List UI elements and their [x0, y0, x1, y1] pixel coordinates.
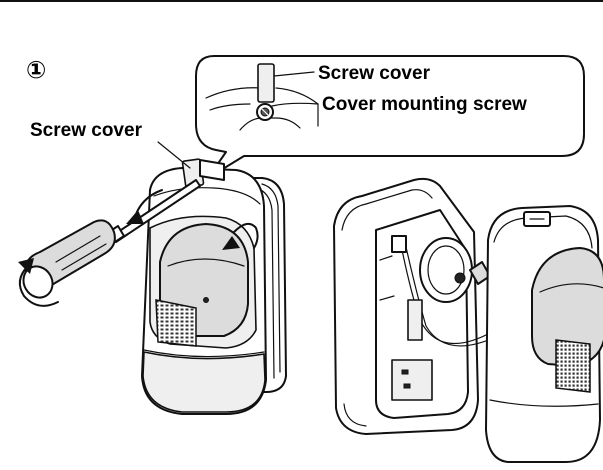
- cover-grille: [555, 339, 591, 393]
- label-cover-mounting-screw: Cover mounting screw: [322, 94, 527, 115]
- indicator-led: [203, 297, 209, 303]
- zoom-mounting-screw: [256, 103, 274, 121]
- assembled-sensor: [141, 158, 287, 415]
- rotate-arrow-handle: [18, 265, 59, 307]
- step-number: ①: [26, 57, 46, 84]
- leader-screw-cover-zoom: [273, 71, 315, 77]
- base-plate: [333, 177, 499, 435]
- zoom-screw-cover: [257, 63, 275, 103]
- component-1: [391, 235, 407, 253]
- leader-screw-cover-main: [157, 141, 191, 169]
- cover-lens: [531, 247, 603, 367]
- label-screw-cover-main: Screw cover: [30, 120, 143, 141]
- leader-mounting-screw: [271, 102, 319, 107]
- sensor-cover: [485, 205, 603, 463]
- zoom-callout: Screw cover Cover mounting screw: [195, 55, 585, 179]
- rotation-arrows: [18, 189, 259, 307]
- label-screw-cover-zoom: Screw cover: [318, 63, 431, 84]
- sensor-grille: [155, 299, 197, 347]
